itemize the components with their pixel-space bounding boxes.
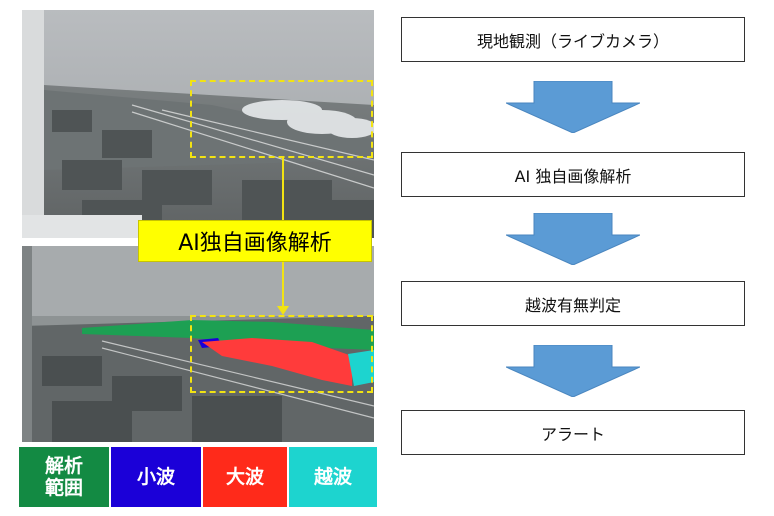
flow-arrow-3 (506, 345, 640, 397)
legend-large-wave: 大波 (202, 446, 288, 508)
legend-analysis-range: 解析範囲 (18, 446, 110, 508)
flow-step-observation: 現地観測（ライブカメラ） (401, 17, 745, 62)
analysis-region-top (190, 80, 373, 158)
camera-photo-raw (22, 10, 374, 238)
flow-step-alert: アラート (401, 410, 745, 455)
flow-step-ai-analysis: AI 独自画像解析 (401, 152, 745, 197)
legend-overtopping: 越波 (288, 446, 378, 508)
flow-arrow-1 (506, 81, 640, 133)
legend-small-wave: 小波 (110, 446, 202, 508)
connector-arrowhead (277, 306, 289, 315)
ai-analysis-label: AI独自画像解析 (138, 220, 372, 262)
analysis-region-bottom (190, 315, 373, 393)
flow-arrow-2 (506, 213, 640, 265)
flow-step-judgement: 越波有無判定 (401, 281, 745, 326)
